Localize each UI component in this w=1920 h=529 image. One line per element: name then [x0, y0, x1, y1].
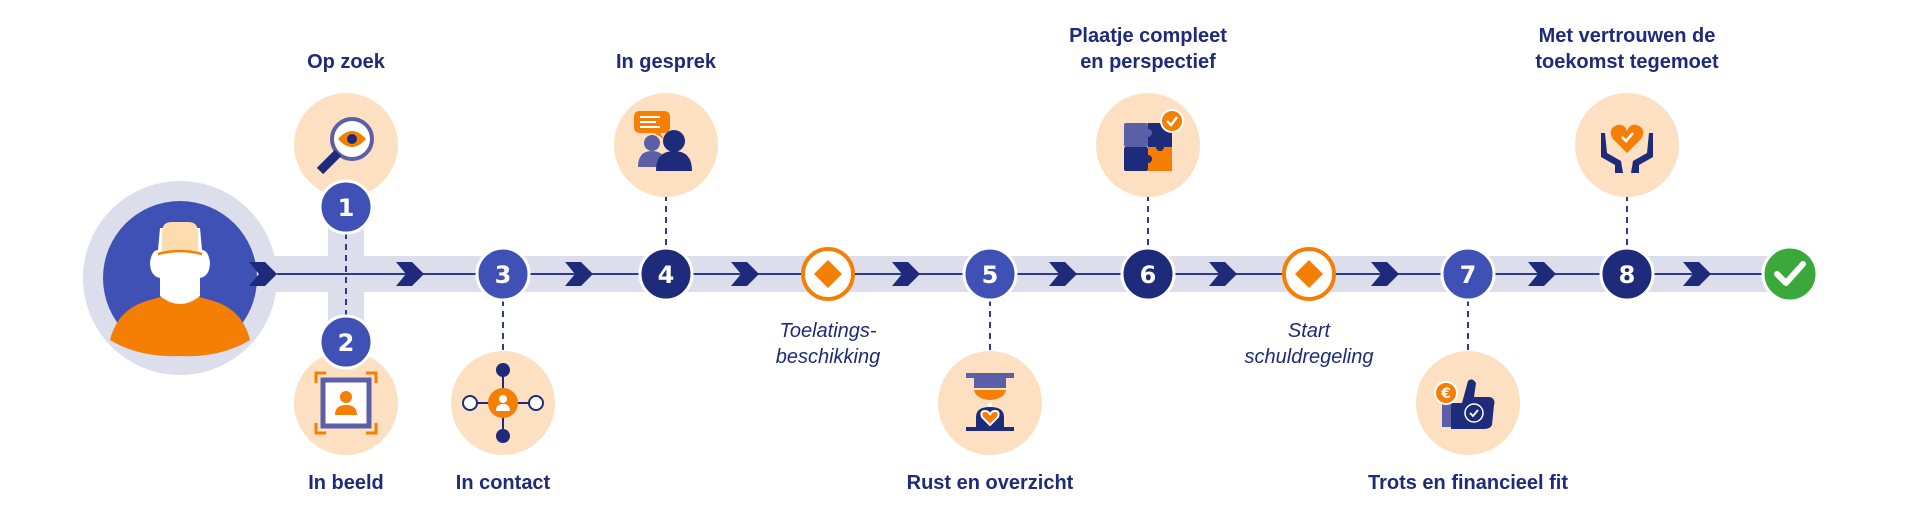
- labels: Op zoek In beeld In contact In gesprekRust …: [307, 25, 1719, 494]
- hourglass-heart-icon: [966, 373, 1014, 431]
- step-7: 7: [1440, 246, 1496, 302]
- step-number: 3: [495, 261, 512, 289]
- step-3: 3: [475, 246, 531, 302]
- diamond-icon: [814, 260, 842, 288]
- start-avatar: [83, 181, 277, 375]
- chevron-right-icon: [1371, 262, 1399, 286]
- step-label: In beeld: [308, 472, 384, 494]
- chevron-right-icon: [1209, 262, 1237, 286]
- step-label: In gesprek: [616, 51, 717, 73]
- step-number: 7: [1460, 261, 1477, 289]
- thumbs-up-euro-icon: €: [1434, 379, 1495, 429]
- icon-circle-step-3: [451, 351, 555, 455]
- step-8: 8: [1599, 246, 1655, 302]
- icon-circle-step-4: [614, 93, 718, 197]
- step-circles: 1 2 3 4 5 6 7 8: [318, 179, 1655, 370]
- step-number: 8: [1619, 261, 1636, 289]
- end-success: [1761, 245, 1819, 303]
- icon-circle-step-7: €: [1416, 351, 1520, 455]
- step-number: 6: [1140, 261, 1157, 289]
- icon-circles: €: [294, 93, 1679, 455]
- svg-text:€: €: [1440, 386, 1451, 402]
- milestone-label: Toelatings-: [779, 320, 876, 342]
- checkmark-icon: [1774, 261, 1806, 286]
- step-1: 1: [318, 179, 374, 235]
- step-4: 4: [638, 246, 694, 302]
- chevrons: [249, 262, 1711, 286]
- icon-circle-step-1: [294, 93, 398, 197]
- person-avatar-icon: [110, 222, 250, 357]
- step-label: Rust en overzicht: [907, 472, 1074, 494]
- network-person-icon: [462, 363, 544, 443]
- step-label: Op zoek: [307, 51, 386, 73]
- chevron-right-icon: [1528, 262, 1556, 286]
- step-number: 2: [338, 329, 355, 357]
- step-label: Plaatje compleet: [1069, 25, 1227, 47]
- step-label: toekomst tegemoet: [1535, 51, 1719, 73]
- step-number: 4: [658, 261, 675, 289]
- milestone-label: beschikking: [776, 346, 881, 368]
- milestone-2: [1282, 247, 1336, 301]
- hands-heart-icon: [1601, 124, 1653, 173]
- step-label: In contact: [456, 472, 551, 494]
- diamond-icon: [1295, 260, 1323, 288]
- milestone-1: [801, 247, 855, 301]
- magnifier-eye-icon: [316, 117, 374, 175]
- chevron-right-icon: [1683, 262, 1711, 286]
- chevron-right-icon: [1049, 262, 1077, 286]
- milestone-label: Start: [1288, 320, 1332, 342]
- step-label: en perspectief: [1080, 51, 1216, 73]
- step-number: 1: [338, 194, 355, 222]
- icon-circle-step-8: [1575, 93, 1679, 197]
- chevron-right-icon: [396, 262, 424, 286]
- step-2: 2: [318, 314, 374, 370]
- step-6: 6: [1120, 246, 1176, 302]
- milestones: [801, 247, 1336, 301]
- milestone-label: schuldregeling: [1245, 346, 1374, 368]
- chevron-right-icon: [731, 262, 759, 286]
- step-label: Trots en financieel fit: [1368, 472, 1568, 494]
- step-label: Met vertrouwen de: [1539, 25, 1716, 47]
- icon-circle-step-2: [294, 351, 398, 455]
- chevron-right-icon: [565, 262, 593, 286]
- icon-circle-step-5: [938, 351, 1042, 455]
- framed-person-icon: [314, 371, 378, 435]
- step-5: 5: [962, 246, 1018, 302]
- chevron-right-icon: [892, 262, 920, 286]
- connectors: [345, 195, 1628, 353]
- conversation-icon: [634, 111, 692, 171]
- step-number: 5: [982, 261, 999, 289]
- icon-circle-step-6: [1096, 93, 1200, 197]
- puzzle-check-icon: [1124, 109, 1184, 171]
- chevron-right-icon: [249, 262, 277, 286]
